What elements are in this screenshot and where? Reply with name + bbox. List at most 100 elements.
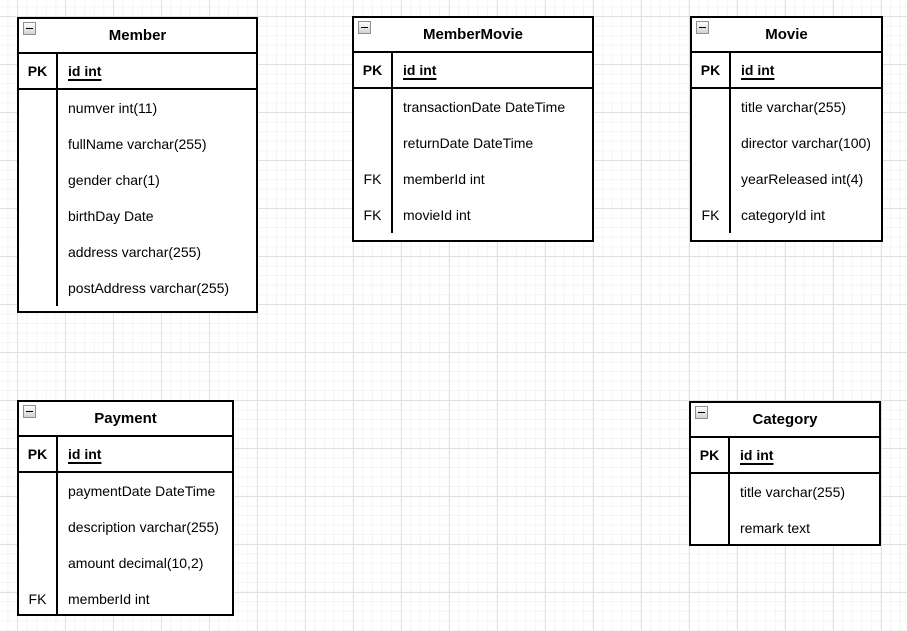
attr-row[interactable]: title varchar(255) [692, 89, 881, 125]
pk-field: id int [741, 62, 775, 78]
key-label: FK [363, 207, 382, 223]
pk-row[interactable]: PK id int [19, 54, 256, 90]
table-header[interactable]: MemberMovie [354, 18, 592, 53]
attr-row[interactable]: transactionDate DateTime [354, 89, 592, 125]
pk-label: PK [699, 447, 720, 463]
collapse-minus-icon[interactable] [358, 21, 371, 34]
attr-row[interactable]: FK memberId int [354, 161, 592, 197]
attr-field: birthDay Date [68, 208, 154, 224]
table-title: MemberMovie [422, 26, 524, 43]
er-table-membermovie[interactable]: MemberMovie PK id int transactionDate Da… [352, 16, 594, 242]
pk-field: id int [68, 446, 102, 462]
table-header[interactable]: Payment [19, 402, 232, 437]
attr-field: paymentDate DateTime [68, 483, 216, 499]
attr-row[interactable]: gender char(1) [19, 162, 256, 198]
key-label [19, 545, 56, 581]
key-label: FK [28, 591, 47, 607]
table-body: title varchar(255) director varchar(100) y… [692, 89, 881, 240]
collapse-minus-icon[interactable] [23, 405, 36, 418]
minus-glyph [361, 26, 368, 29]
attr-row[interactable]: director varchar(100) [692, 125, 881, 161]
table-body: numver int(11) fullName varchar(255) gende… [19, 90, 256, 311]
attr-row[interactable]: address varchar(255) [19, 234, 256, 270]
key-label [692, 89, 729, 125]
attr-row[interactable]: paymentDate DateTime [19, 473, 232, 509]
attr-row[interactable]: birthDay Date [19, 198, 256, 234]
attr-field: amount decimal(10,2) [68, 555, 204, 571]
attr-field: memberId int [403, 171, 485, 187]
table-header[interactable]: Movie [692, 18, 881, 53]
attr-row[interactable]: description varchar(255) [19, 509, 232, 545]
collapse-minus-icon[interactable] [23, 22, 36, 35]
pk-field: id int [740, 447, 774, 463]
table-title: Movie [765, 26, 808, 43]
attr-row[interactable]: fullName varchar(255) [19, 126, 256, 162]
key-label [19, 90, 56, 126]
attr-field: remark text [740, 520, 811, 536]
attr-field: title varchar(255) [740, 484, 846, 500]
key-label [692, 125, 729, 161]
attr-row[interactable]: title varchar(255) [691, 474, 879, 510]
attr-row[interactable]: FK categoryId int [692, 197, 881, 233]
pk-row[interactable]: PK id int [692, 53, 881, 89]
attr-field: director varchar(100) [741, 135, 871, 151]
attr-row[interactable]: amount decimal(10,2) [19, 545, 232, 581]
table-title: Category [752, 411, 818, 428]
key-label [19, 198, 56, 234]
key-label [19, 270, 56, 306]
pk-row[interactable]: PK id int [691, 438, 879, 474]
key-label [19, 126, 56, 162]
key-label: FK [701, 207, 720, 223]
attr-field: postAddress varchar(255) [68, 280, 230, 296]
minus-glyph [26, 410, 33, 413]
collapse-minus-icon[interactable] [695, 406, 708, 419]
pk-field: id int [68, 63, 102, 79]
attr-row[interactable]: remark text [691, 510, 879, 544]
attr-field: fullName varchar(255) [68, 136, 207, 152]
pk-label: PK [27, 446, 48, 462]
key-label [19, 162, 56, 198]
er-table-category[interactable]: Category PK id int title varchar(255) rem… [689, 401, 881, 546]
minus-glyph [698, 411, 705, 414]
key-label [692, 161, 729, 197]
attr-row[interactable]: FK memberId int [19, 581, 232, 614]
attr-field: description varchar(255) [68, 519, 219, 535]
attr-row[interactable]: returnDate DateTime [354, 125, 592, 161]
attr-field: numver int(11) [68, 100, 158, 116]
er-table-member[interactable]: Member PK id int numver int(11) fullName … [17, 17, 258, 313]
collapse-minus-icon[interactable] [696, 21, 709, 34]
table-header[interactable]: Member [19, 19, 256, 54]
minus-glyph [699, 26, 706, 29]
er-table-payment[interactable]: Payment PK id int paymentDate DateTime de… [17, 400, 234, 616]
attr-field: yearReleased int(4) [741, 171, 864, 187]
attr-row[interactable]: numver int(11) [19, 90, 256, 126]
er-table-movie[interactable]: Movie PK id int title varchar(255) direct… [690, 16, 883, 242]
table-header[interactable]: Category [691, 403, 879, 438]
minus-glyph [26, 27, 33, 30]
table-body: title varchar(255) remark text [691, 474, 879, 544]
key-label [691, 474, 728, 510]
key-label: FK [363, 171, 382, 187]
table-title: Member [108, 27, 167, 44]
key-label [19, 234, 56, 270]
pk-label: PK [700, 62, 721, 78]
attr-field: title varchar(255) [741, 99, 847, 115]
pk-label: PK [362, 62, 383, 78]
attr-field: transactionDate DateTime [403, 99, 566, 115]
pk-row[interactable]: PK id int [19, 437, 232, 473]
attr-field: gender char(1) [68, 172, 160, 188]
table-title: Payment [94, 410, 157, 427]
attr-row[interactable]: postAddress varchar(255) [19, 270, 256, 306]
attr-field: movieId int [403, 207, 471, 223]
key-label [19, 509, 56, 545]
pk-label: PK [27, 63, 48, 79]
attr-field: categoryId int [741, 207, 826, 223]
pk-row[interactable]: PK id int [354, 53, 592, 89]
table-body: transactionDate DateTime returnDate DateT… [354, 89, 592, 240]
key-label [691, 510, 728, 544]
attr-field: memberId int [68, 591, 150, 607]
attr-row[interactable]: yearReleased int(4) [692, 161, 881, 197]
attr-field: returnDate DateTime [403, 135, 534, 151]
attr-row[interactable]: FK movieId int [354, 197, 592, 233]
